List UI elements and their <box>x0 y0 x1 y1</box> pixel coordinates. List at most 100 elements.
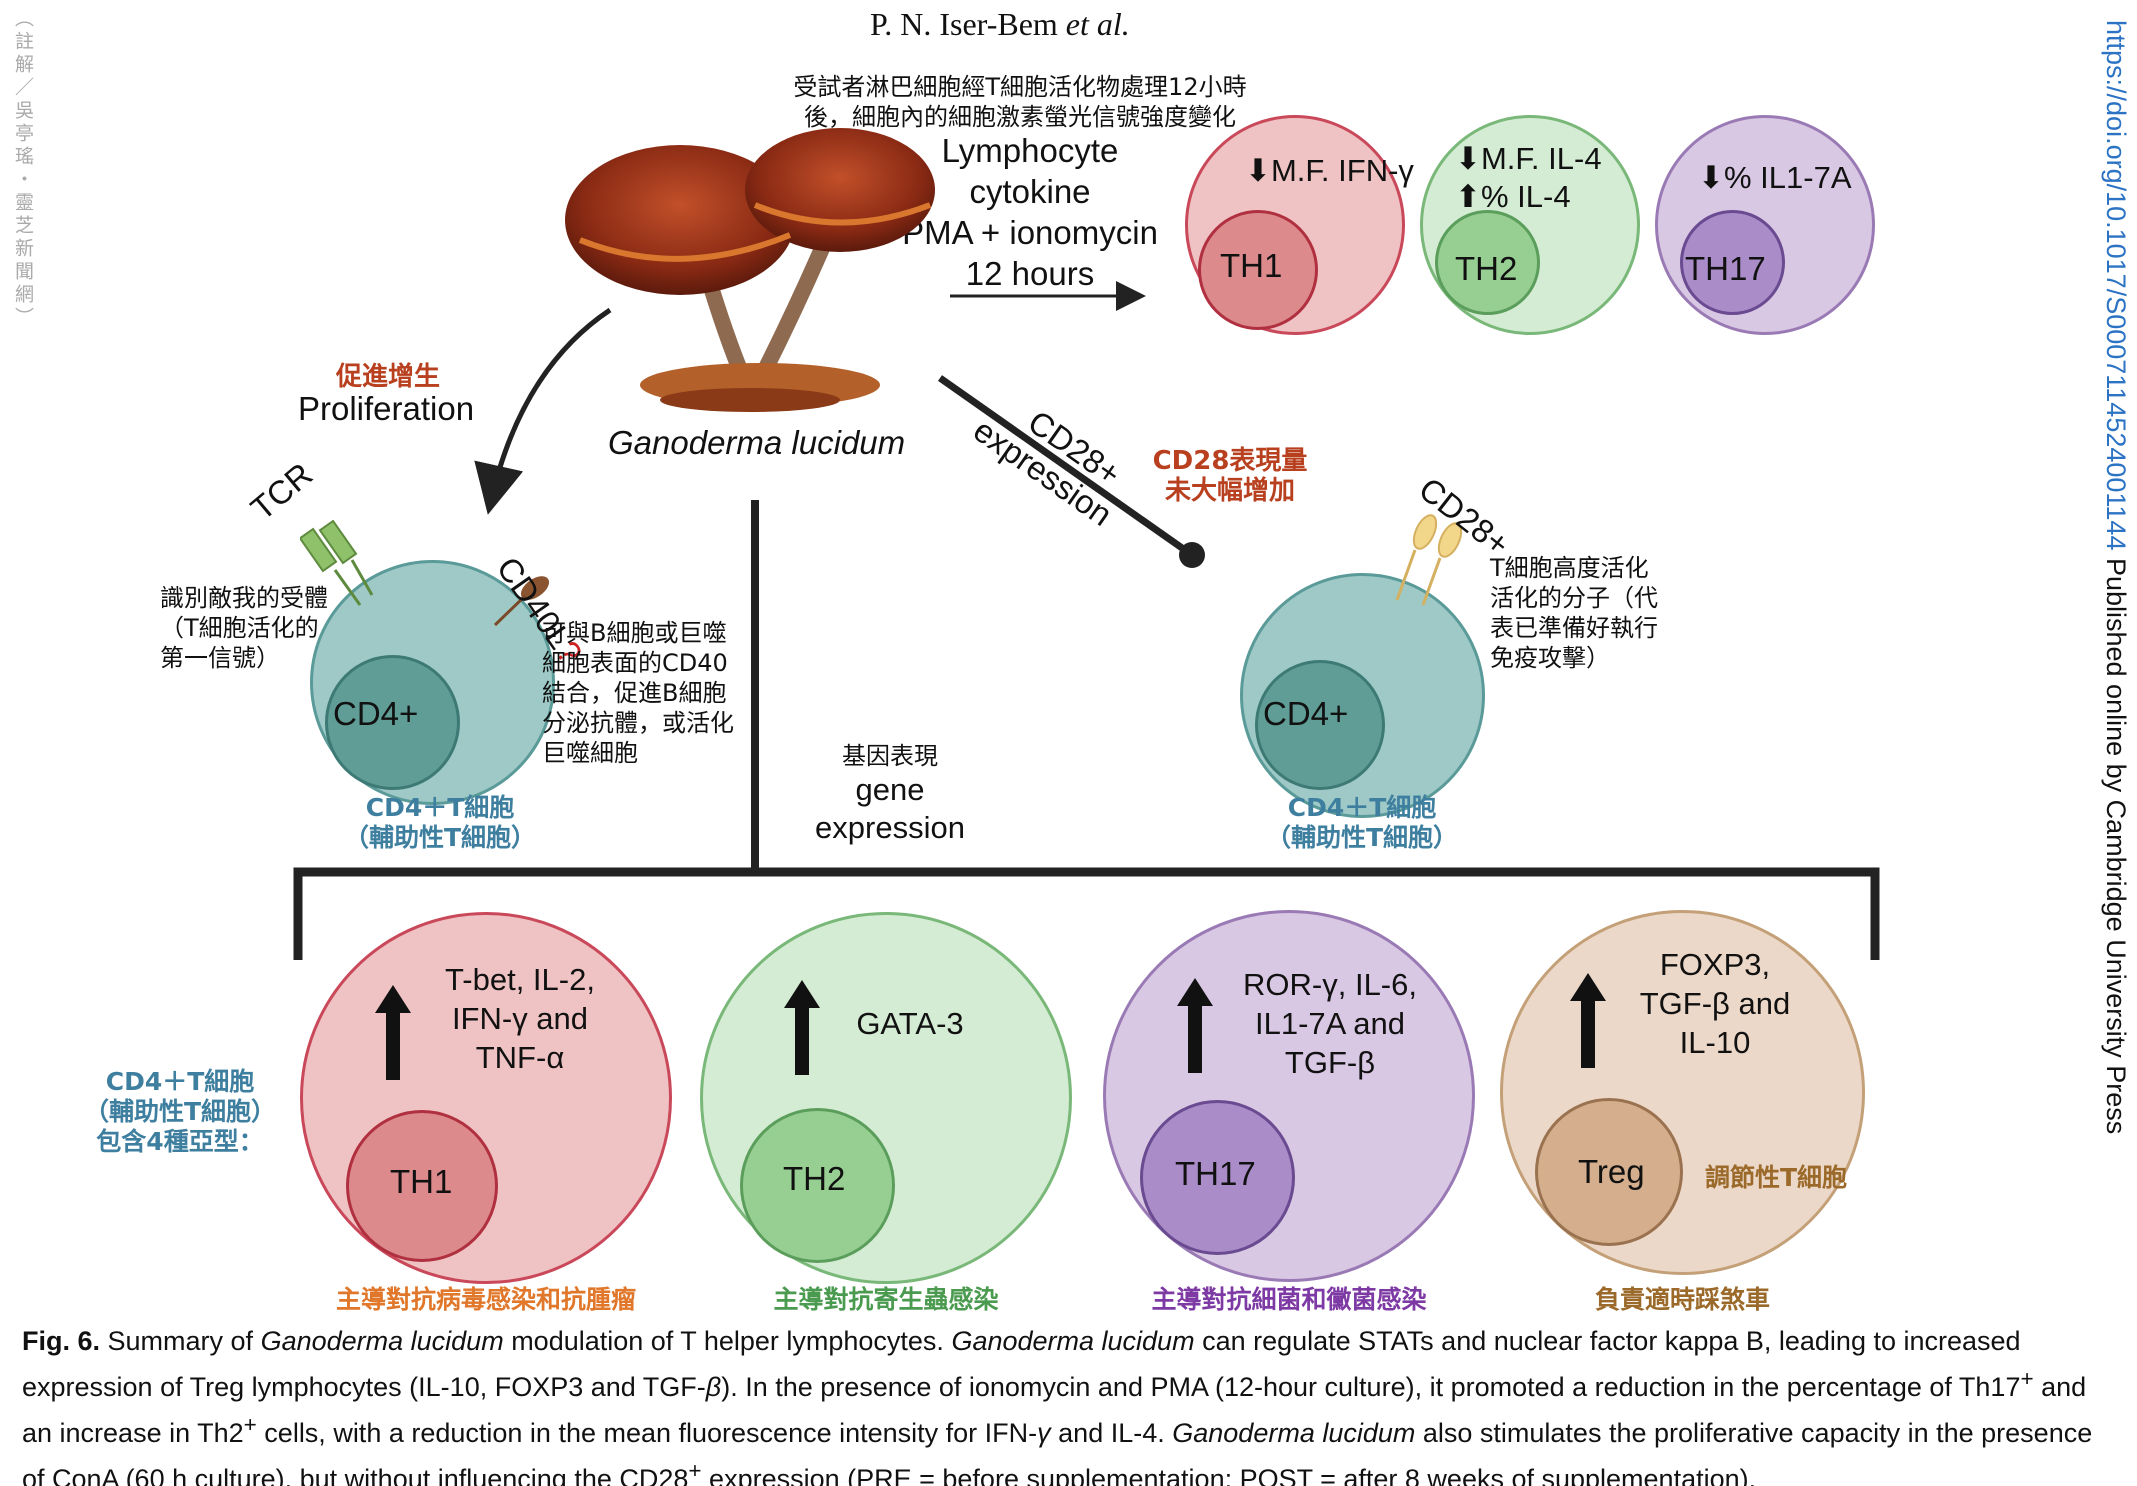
caption-species: Ganoderma lucidum <box>951 1326 1195 1356</box>
cd40l-note: 可與B細胞或巨噬 細胞表面的CD40 結合，促進B細胞 分泌抗體，或活化 巨噬細… <box>542 618 734 768</box>
top-effect-th17: ⬇% IL1-7A <box>1698 160 1852 195</box>
caption-text: cells, with a reduction in the mean fluo… <box>256 1418 1038 1448</box>
tcr-note-line: 識別敵我的受體 <box>160 584 328 612</box>
cd40l-note-line: 結合，促進B細胞 <box>542 679 727 707</box>
top-en-line: Lymphocyte <box>941 132 1119 169</box>
effect-text: M.F. IFN-γ <box>1270 153 1414 188</box>
subtypes-line: CD4＋T細胞 <box>105 1067 255 1096</box>
cd28-expression-zh: CD28表現量 未大幅增加 <box>1150 446 1310 506</box>
left-caption-1: CD4＋T細胞 <box>365 793 515 822</box>
right-cd4-label: CD4+ <box>1263 695 1349 732</box>
caption-text: can regulate STATs and nuclear factor ka… <box>22 1326 2021 1402</box>
bottom-label-treg: Treg <box>1578 1153 1645 1190</box>
tcr-note-line: 第一信號） <box>160 644 280 672</box>
proliferation-en: Proliferation <box>298 390 475 427</box>
caption-text: and IL-4. <box>1050 1418 1173 1448</box>
cd28-zh1: CD28表現量 <box>1152 446 1308 476</box>
running-header: P. N. Iser-Bem et al. <box>870 6 1130 43</box>
caption-text: modulation of T helper lymphocytes. <box>503 1326 952 1356</box>
caption-greek: β <box>705 1372 722 1402</box>
effect-text: % IL1-7A <box>1723 160 1852 195</box>
bracket-line <box>293 867 1880 960</box>
top-effect-th1: ⬇M.F. IFN-γ <box>1245 153 1414 188</box>
top-effect-th2: ⬇M.F. IL-4 ⬆% IL-4 <box>1455 141 1602 214</box>
gene-expr-zh: 基因表現 <box>842 742 938 770</box>
gene-expr-en2: expression <box>815 810 965 845</box>
top-label-th2: TH2 <box>1455 250 1518 287</box>
caption-sup: + <box>2020 1366 2034 1391</box>
caption-text: Summary of <box>100 1326 261 1356</box>
top-label-th17: TH17 <box>1685 250 1766 287</box>
up-arrow-icon <box>375 985 411 1080</box>
up-arrow-icon <box>784 980 820 1075</box>
caption-sup: + <box>243 1412 257 1437</box>
doi-sidebar: https://doi.org/10.1017/S000711452400114… <box>2100 20 2131 1134</box>
tcr-receptor-icon <box>300 520 374 606</box>
figure-caption: Fig. 6. Summary of Ganoderma lucidum mod… <box>22 1322 2117 1486</box>
right-cd4-nucleus <box>1255 660 1385 790</box>
subtypes-line: 包含4種亞型： <box>96 1127 264 1156</box>
top-note-zh: 受試者淋巴細胞經T細胞活化物處理12小時 後，細胞內的細胞激素螢光信號強度變化 <box>740 72 1300 132</box>
top-en-line: cytokine <box>969 173 1091 210</box>
genes-th2: GATA-3 <box>856 1006 964 1041</box>
role-th2: 主導對抗寄生蟲感染 <box>773 1285 999 1314</box>
cd28-zh2: 未大幅增加 <box>1164 476 1295 506</box>
treg-zh-label: 調節性T細胞 <box>1705 1163 1848 1192</box>
left-caption-2: （輔助性T細胞） <box>343 823 537 852</box>
arrow-proliferation <box>474 307 612 515</box>
role-th1: 主導對抗病毒感染和抗腫瘤 <box>335 1285 636 1314</box>
cd28-note-line: 活化的分子（代 <box>1490 584 1658 612</box>
top-en-line: PMA + ionomycin <box>902 214 1158 251</box>
cd28-inhibit-line <box>937 375 1195 558</box>
right-caption-1: CD4＋T細胞 <box>1287 793 1437 822</box>
gene-expr-en1: gene <box>855 772 925 807</box>
role-treg: 負責適時踩煞車 <box>1594 1285 1770 1314</box>
caption-sup: + <box>688 1458 702 1483</box>
caption-species: Ganoderma lucidum <box>260 1326 504 1356</box>
published-note: Published online by Cambridge University… <box>2101 550 2131 1135</box>
cd28-inhibit-dot <box>1179 542 1205 568</box>
top-inner-th2 <box>1435 210 1540 315</box>
doi-link[interactable]: https://doi.org/10.1017/S000711452400114… <box>2101 20 2131 551</box>
cd28-note-line: T細胞高度活化 <box>1490 554 1649 582</box>
cd40l-ligand-icon <box>493 576 550 627</box>
left-cd4-nucleus <box>325 655 460 790</box>
caption-text: ). In the presence of ionomycin and PMA … <box>721 1372 2021 1402</box>
up-arrow-icon <box>1177 978 1213 1073</box>
genes-th17: ROR-γ, IL-6, IL1-7A and TGF-β <box>1215 965 1445 1082</box>
gene-line: TGF-β <box>1284 1045 1376 1080</box>
cd28-note-line: 表已準備好執行 <box>1490 614 1658 642</box>
gene-line: ROR-γ, IL-6, <box>1243 967 1417 1002</box>
cd40l-note-line: 細胞表面的CD40 <box>542 649 728 677</box>
tcr-note: 識別敵我的受體 （T細胞活化的 第一信號） <box>160 583 328 673</box>
caption-greek: γ <box>1037 1418 1051 1448</box>
gene-line: TNF-α <box>475 1040 565 1075</box>
caption-text: also stimulates the proliferative capaci… <box>22 1418 2093 1486</box>
caption-text: and an increase in Th2 <box>22 1372 2087 1448</box>
genes-th1: T-bet, IL-2, IFN-γ and TNF-α <box>410 960 630 1077</box>
top-inner-th17 <box>1680 210 1785 315</box>
effect-text: M.F. IL-4 <box>1480 141 1602 176</box>
bottom-inner-th17 <box>1140 1100 1295 1255</box>
cd40l-note-line: 可與B細胞或巨噬 <box>542 619 727 647</box>
effect-text-2: % IL-4 <box>1480 179 1571 214</box>
proliferation-zh: 促進增生 <box>335 362 440 392</box>
header-etal: et al. <box>1065 6 1130 42</box>
mushroom-illustration <box>565 128 935 412</box>
left-cd4-label: CD4+ <box>333 695 419 732</box>
top-label-th1: TH1 <box>1220 247 1283 284</box>
center-title: Ganoderma lucidum <box>608 424 906 461</box>
top-en-line: 12 hours <box>965 255 1095 292</box>
caption-species: Ganoderma lucidum <box>1172 1418 1416 1448</box>
subtypes-line: （輔助性T細胞） <box>83 1097 277 1126</box>
cd40l-note-line: 巨噬細胞 <box>542 739 638 767</box>
tcr-note-line: （T細胞活化的 <box>160 614 319 642</box>
caption-text: expression (PRE = before supplementation… <box>701 1464 1757 1486</box>
cd28-note-line: 免疫攻擊） <box>1490 644 1610 672</box>
bottom-label-th2: TH2 <box>783 1160 846 1197</box>
caption-fig-label: Fig. 6. <box>22 1326 101 1356</box>
right-caption-2: （輔助性T細胞） <box>1265 823 1459 852</box>
gene-line: IL1-7A and <box>1255 1006 1405 1041</box>
gene-expression-label: 基因表現 gene expression <box>790 736 990 847</box>
